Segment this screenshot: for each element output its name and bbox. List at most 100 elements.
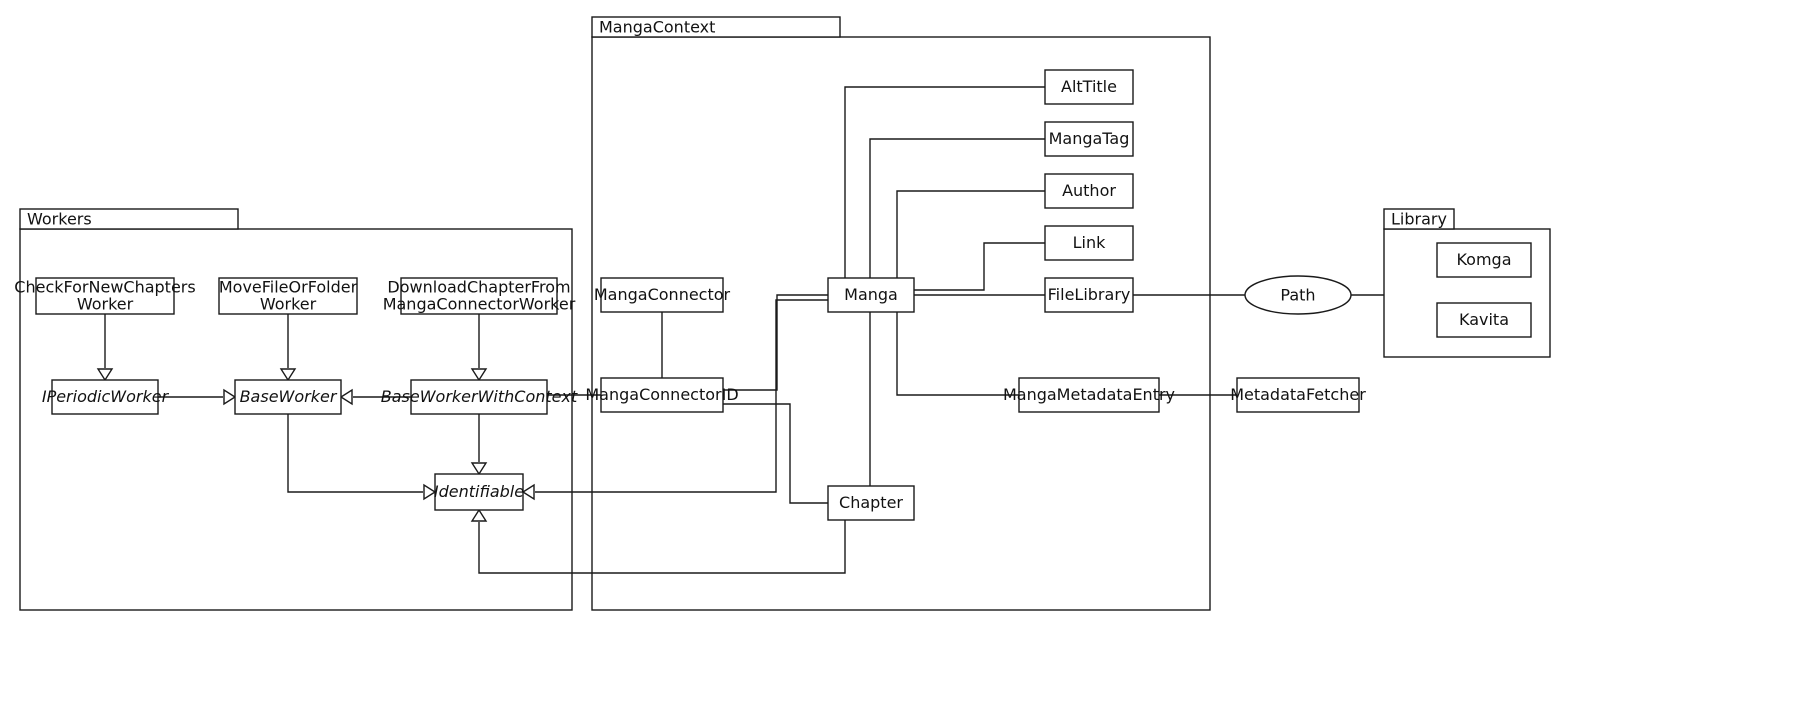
edge-manga-to-identifiable: [521, 299, 828, 501]
class-box: [1044, 225, 1134, 261]
class-box: [1044, 173, 1134, 209]
class-box: [1044, 69, 1134, 105]
class-box: [600, 377, 724, 413]
class-node-baseworkerwithcontext[interactable]: BaseWorkerWithContext: [381, 379, 578, 415]
edge-downloadchapterworker-to-baseworkerwithcontext: [470, 314, 488, 382]
package-label: Library: [1391, 210, 1447, 229]
arrowhead-triangle-right: [223, 388, 237, 406]
class-label: MetadataFetcher: [1230, 385, 1366, 404]
edge-manga-to-mangametadataentry: [896, 312, 1019, 396]
class-box: [434, 473, 524, 511]
class-node-chapter[interactable]: Chapter: [827, 485, 915, 521]
package-tab: [1383, 208, 1455, 230]
class-node-kavita[interactable]: Kavita: [1436, 302, 1532, 338]
arrowhead-triangle-down: [96, 368, 114, 382]
class-label: BaseWorkerWithContext: [381, 387, 578, 406]
edge-line: [844, 86, 1045, 278]
package-tab: [19, 208, 239, 230]
class-label: MangaConnector: [594, 285, 731, 304]
edge-line: [896, 190, 1045, 278]
package-library[interactable]: Library: [1383, 208, 1551, 358]
edge-line: [896, 312, 1019, 396]
class-node-mangametadataentry[interactable]: MangaMetadataEntry: [1003, 377, 1175, 413]
arrowhead-triangle-up: [470, 508, 488, 522]
class-node-identifiable[interactable]: Identifiable: [434, 473, 524, 511]
arrowhead-triangle-left: [521, 483, 535, 501]
edge-iperiodicworker-to-baseworker: [158, 388, 237, 406]
class-label: IPeriodicWorker: [42, 387, 170, 406]
arrowhead-triangle-left: [339, 388, 353, 406]
class-box: [1018, 377, 1160, 413]
class-node-mangatag[interactable]: MangaTag: [1044, 121, 1134, 157]
ellipse-label: Path: [1280, 286, 1315, 305]
class-label: Kavita: [1459, 310, 1509, 329]
class-label: MangaTag: [1049, 129, 1130, 148]
class-label: BaseWorker: [240, 387, 338, 406]
edge-line: [723, 294, 828, 391]
arrowhead-triangle-down: [470, 462, 488, 476]
arrowhead-triangle-down: [279, 368, 297, 382]
edge-baseworker-to-identifiable: [287, 414, 437, 501]
arrowhead-triangle-down: [470, 368, 488, 382]
ellipse-shape: [1244, 275, 1352, 315]
class-box: [1236, 377, 1360, 413]
package-workers[interactable]: Workers: [19, 208, 573, 611]
class-label: Komga: [1456, 250, 1511, 269]
class-node-baseworker[interactable]: BaseWorker: [234, 379, 342, 415]
class-label: Chapter: [839, 493, 903, 512]
ellipse-node-path[interactable]: Path: [1244, 275, 1352, 315]
arrowhead-triangle-right: [423, 483, 437, 501]
class-node-manga[interactable]: Manga: [827, 277, 915, 313]
class-label: Identifiable: [434, 482, 524, 501]
edge-movefileorfolderworker-to-baseworker: [279, 314, 297, 382]
edge-mangaconnectorid-to-manga: [723, 294, 828, 391]
class-label: MangaMetadataEntry: [1003, 385, 1175, 404]
class-node-mangaconnectorid[interactable]: MangaConnectorID: [585, 377, 739, 413]
edge-layer: [96, 86, 1384, 574]
class-node-iperiodicworker[interactable]: IPeriodicWorker: [42, 379, 170, 415]
class-label: Link: [1073, 233, 1107, 252]
edge-line: [535, 299, 828, 493]
class-box: [400, 277, 558, 315]
class-box: [1044, 277, 1134, 313]
class-label: Author: [1062, 181, 1116, 200]
class-node-mangaconnector[interactable]: MangaConnector: [594, 277, 731, 313]
package-mangacontext[interactable]: MangaContext: [591, 16, 1211, 611]
class-node-metadatafetcher[interactable]: MetadataFetcher: [1230, 377, 1366, 413]
class-box: [410, 379, 548, 415]
class-node-link[interactable]: Link: [1044, 225, 1134, 261]
class-label: AltTitle: [1061, 77, 1117, 96]
package-body: [19, 228, 573, 611]
class-label: Manga: [844, 285, 898, 304]
class-box: [1044, 121, 1134, 157]
edge-baseworkerwithcontext-to-baseworker: [339, 388, 411, 406]
package-body: [1383, 228, 1551, 358]
edge-manga-to-alttitle: [844, 86, 1045, 278]
package-label: MangaContext: [599, 18, 715, 37]
class-label: MangaConnectorID: [585, 385, 738, 404]
edge-baseworkerwithcontext-to-identifiable: [470, 414, 488, 476]
class-node-komga[interactable]: Komga: [1436, 242, 1532, 278]
class-box: [234, 379, 342, 415]
class-node-filelibrary[interactable]: FileLibrary: [1044, 277, 1134, 313]
class-box: [827, 485, 915, 521]
class-node-alttitle[interactable]: AltTitle: [1044, 69, 1134, 105]
package-body: [591, 36, 1211, 611]
class-node-author[interactable]: Author: [1044, 173, 1134, 209]
edge-line: [723, 403, 828, 504]
class-box: [218, 277, 358, 315]
edge-manga-to-mangatag: [869, 138, 1045, 278]
edge-mangaconnectorid-to-chapter: [723, 403, 828, 504]
edge-line: [869, 138, 1045, 278]
class-box: [1436, 302, 1532, 338]
class-box: [51, 379, 159, 415]
